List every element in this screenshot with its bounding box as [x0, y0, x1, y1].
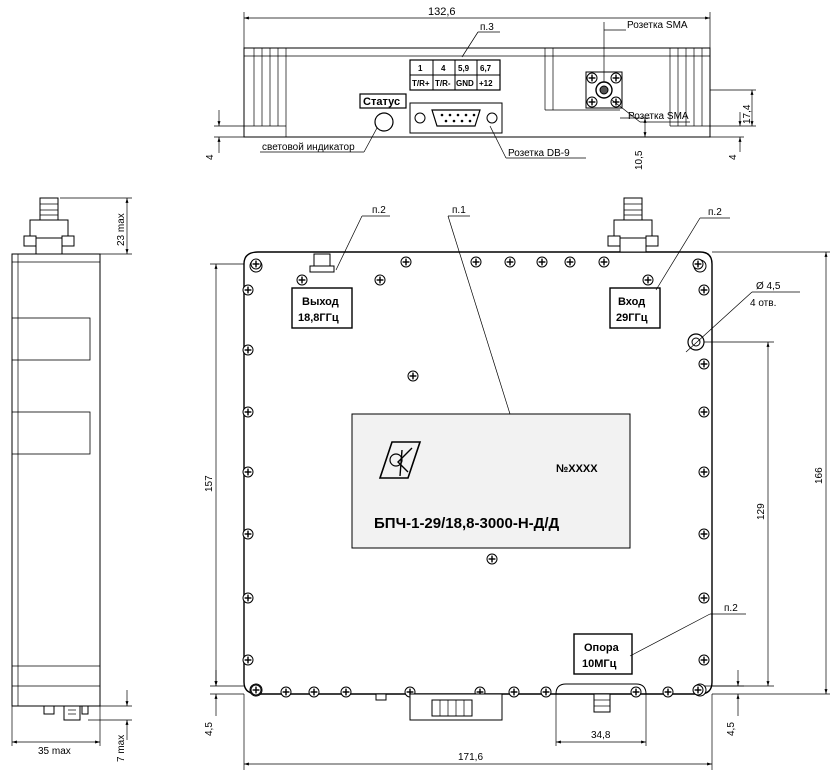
- note-p2-input: п.2: [708, 207, 722, 218]
- left-fins: [244, 48, 287, 137]
- hole-diameter: Ø 4,5: [756, 281, 781, 292]
- note-p2-output: п.2: [372, 205, 386, 216]
- dim-front-166: 166: [814, 467, 825, 484]
- status-label: Статус: [363, 96, 400, 108]
- note-p3: п.3: [480, 22, 494, 33]
- hole-count: 4 отв.: [750, 298, 776, 309]
- signal-gnd: GND: [456, 79, 474, 88]
- input-label-line2: 29ГГц: [616, 312, 648, 324]
- note-p2-ref: п.2: [724, 603, 738, 614]
- signal-12v: +12: [479, 79, 493, 88]
- sk-logo-icon: [378, 441, 422, 479]
- pin-4: 4: [441, 64, 446, 73]
- pin-1: 1: [418, 64, 423, 73]
- dim-front-34-8: 34,8: [591, 730, 611, 741]
- pin-table: 1 4 5,9 6,7 T/R+ T/R- GND +12: [409, 59, 501, 91]
- ref-label-line2: 10МГц: [582, 658, 617, 670]
- indicator-label: световой индикатор: [262, 142, 355, 153]
- dim-front-157: 157: [204, 475, 215, 492]
- dim-top-10-5: 10,5: [634, 150, 645, 170]
- nameplate: [351, 413, 631, 549]
- sma-label-2: Розетка SMA: [628, 111, 689, 122]
- side-sma-connector-icon: [23, 197, 75, 255]
- ref-label-box: [573, 633, 633, 675]
- status-led-icon: [374, 112, 394, 132]
- note-p1: п.1: [452, 205, 466, 216]
- model-name: БПЧ-1-29/18,8-3000-Н-Д/Д: [374, 515, 560, 532]
- dim-top-width: 132,6: [428, 6, 456, 18]
- input-label-line1: Вход: [618, 296, 645, 308]
- output-label-line1: Выход: [302, 296, 339, 308]
- dim-front-171-6: 171,6: [458, 752, 483, 763]
- top-view: 132,6: [205, 6, 756, 170]
- dim-top-right-4: 4: [728, 154, 739, 160]
- dim-side-35max: 35 max: [38, 746, 71, 757]
- right-fins: [544, 48, 710, 127]
- dim-front-left-4-5: 4,5: [204, 722, 215, 736]
- side-body: [11, 253, 101, 707]
- output-connector-icon: [309, 253, 335, 273]
- signal-tr-plus: T/R+: [412, 79, 430, 88]
- input-label-box: [609, 287, 661, 329]
- input-sma-connector-icon: [607, 197, 659, 253]
- top-body: [243, 47, 711, 138]
- output-label-box: [291, 287, 353, 329]
- pin-6-7: 6,7: [480, 64, 492, 73]
- dim-top-left-4: 4: [205, 154, 216, 160]
- dim-front-129: 129: [756, 503, 767, 520]
- serial-number: №XXXX: [556, 463, 598, 475]
- ref-label-line1: Опора: [584, 642, 620, 654]
- signal-tr-minus: T/R-: [435, 79, 451, 88]
- dim-top-right-17-4: 17,4: [742, 104, 753, 124]
- dim-side-7max: 7 max: [116, 735, 127, 762]
- side-view: 23 max 7 max 35 max: [11, 197, 132, 762]
- dim-front-right-4-5: 4,5: [726, 722, 737, 736]
- output-label-line2: 18,8ГГц: [298, 312, 339, 324]
- dim-side-23max: 23 max: [116, 213, 127, 246]
- db9-label: Розетка DB-9: [508, 148, 570, 159]
- pin-5-9: 5,9: [458, 64, 470, 73]
- front-view: Ø 4,5 4 отв.: [204, 197, 830, 770]
- db9-connector-icon: [409, 102, 503, 134]
- sma-label: Розетка SMA: [627, 20, 688, 31]
